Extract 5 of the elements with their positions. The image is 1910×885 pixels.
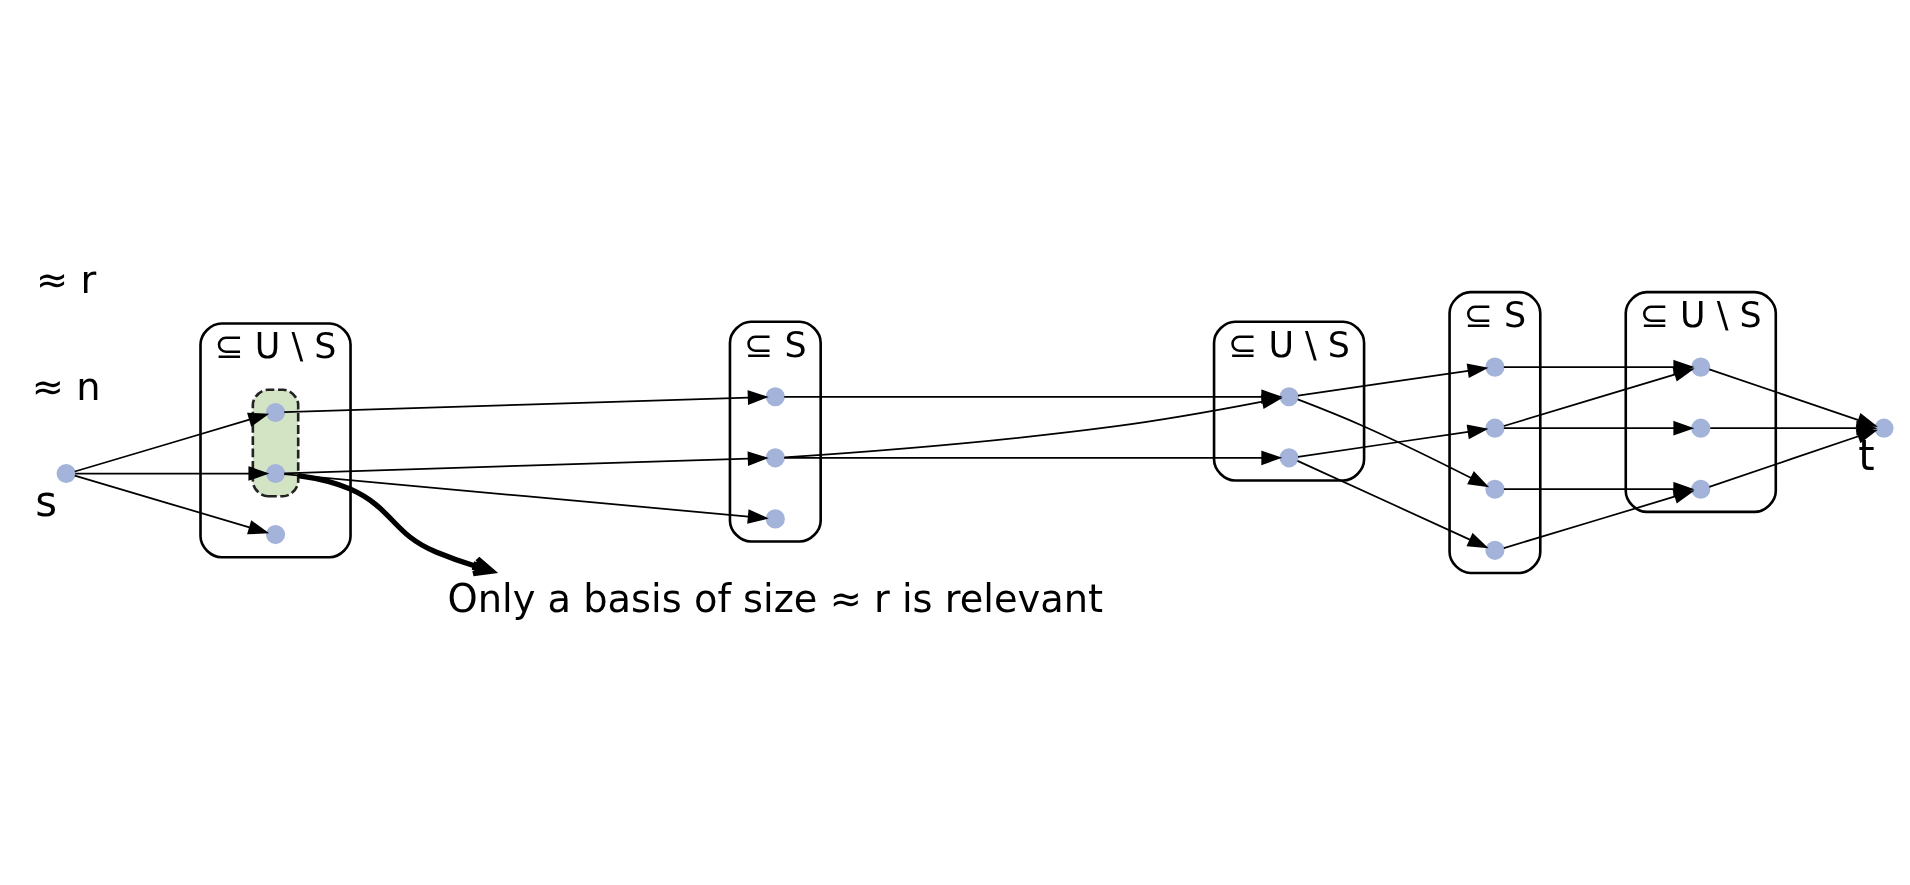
label: ≈ r bbox=[36, 256, 97, 302]
label: ≈ n bbox=[31, 363, 101, 409]
node-label: t bbox=[1858, 430, 1875, 480]
node-text: Only a basis of size ≈ r is relevant bbox=[447, 575, 1104, 621]
node-label: s bbox=[35, 476, 58, 526]
